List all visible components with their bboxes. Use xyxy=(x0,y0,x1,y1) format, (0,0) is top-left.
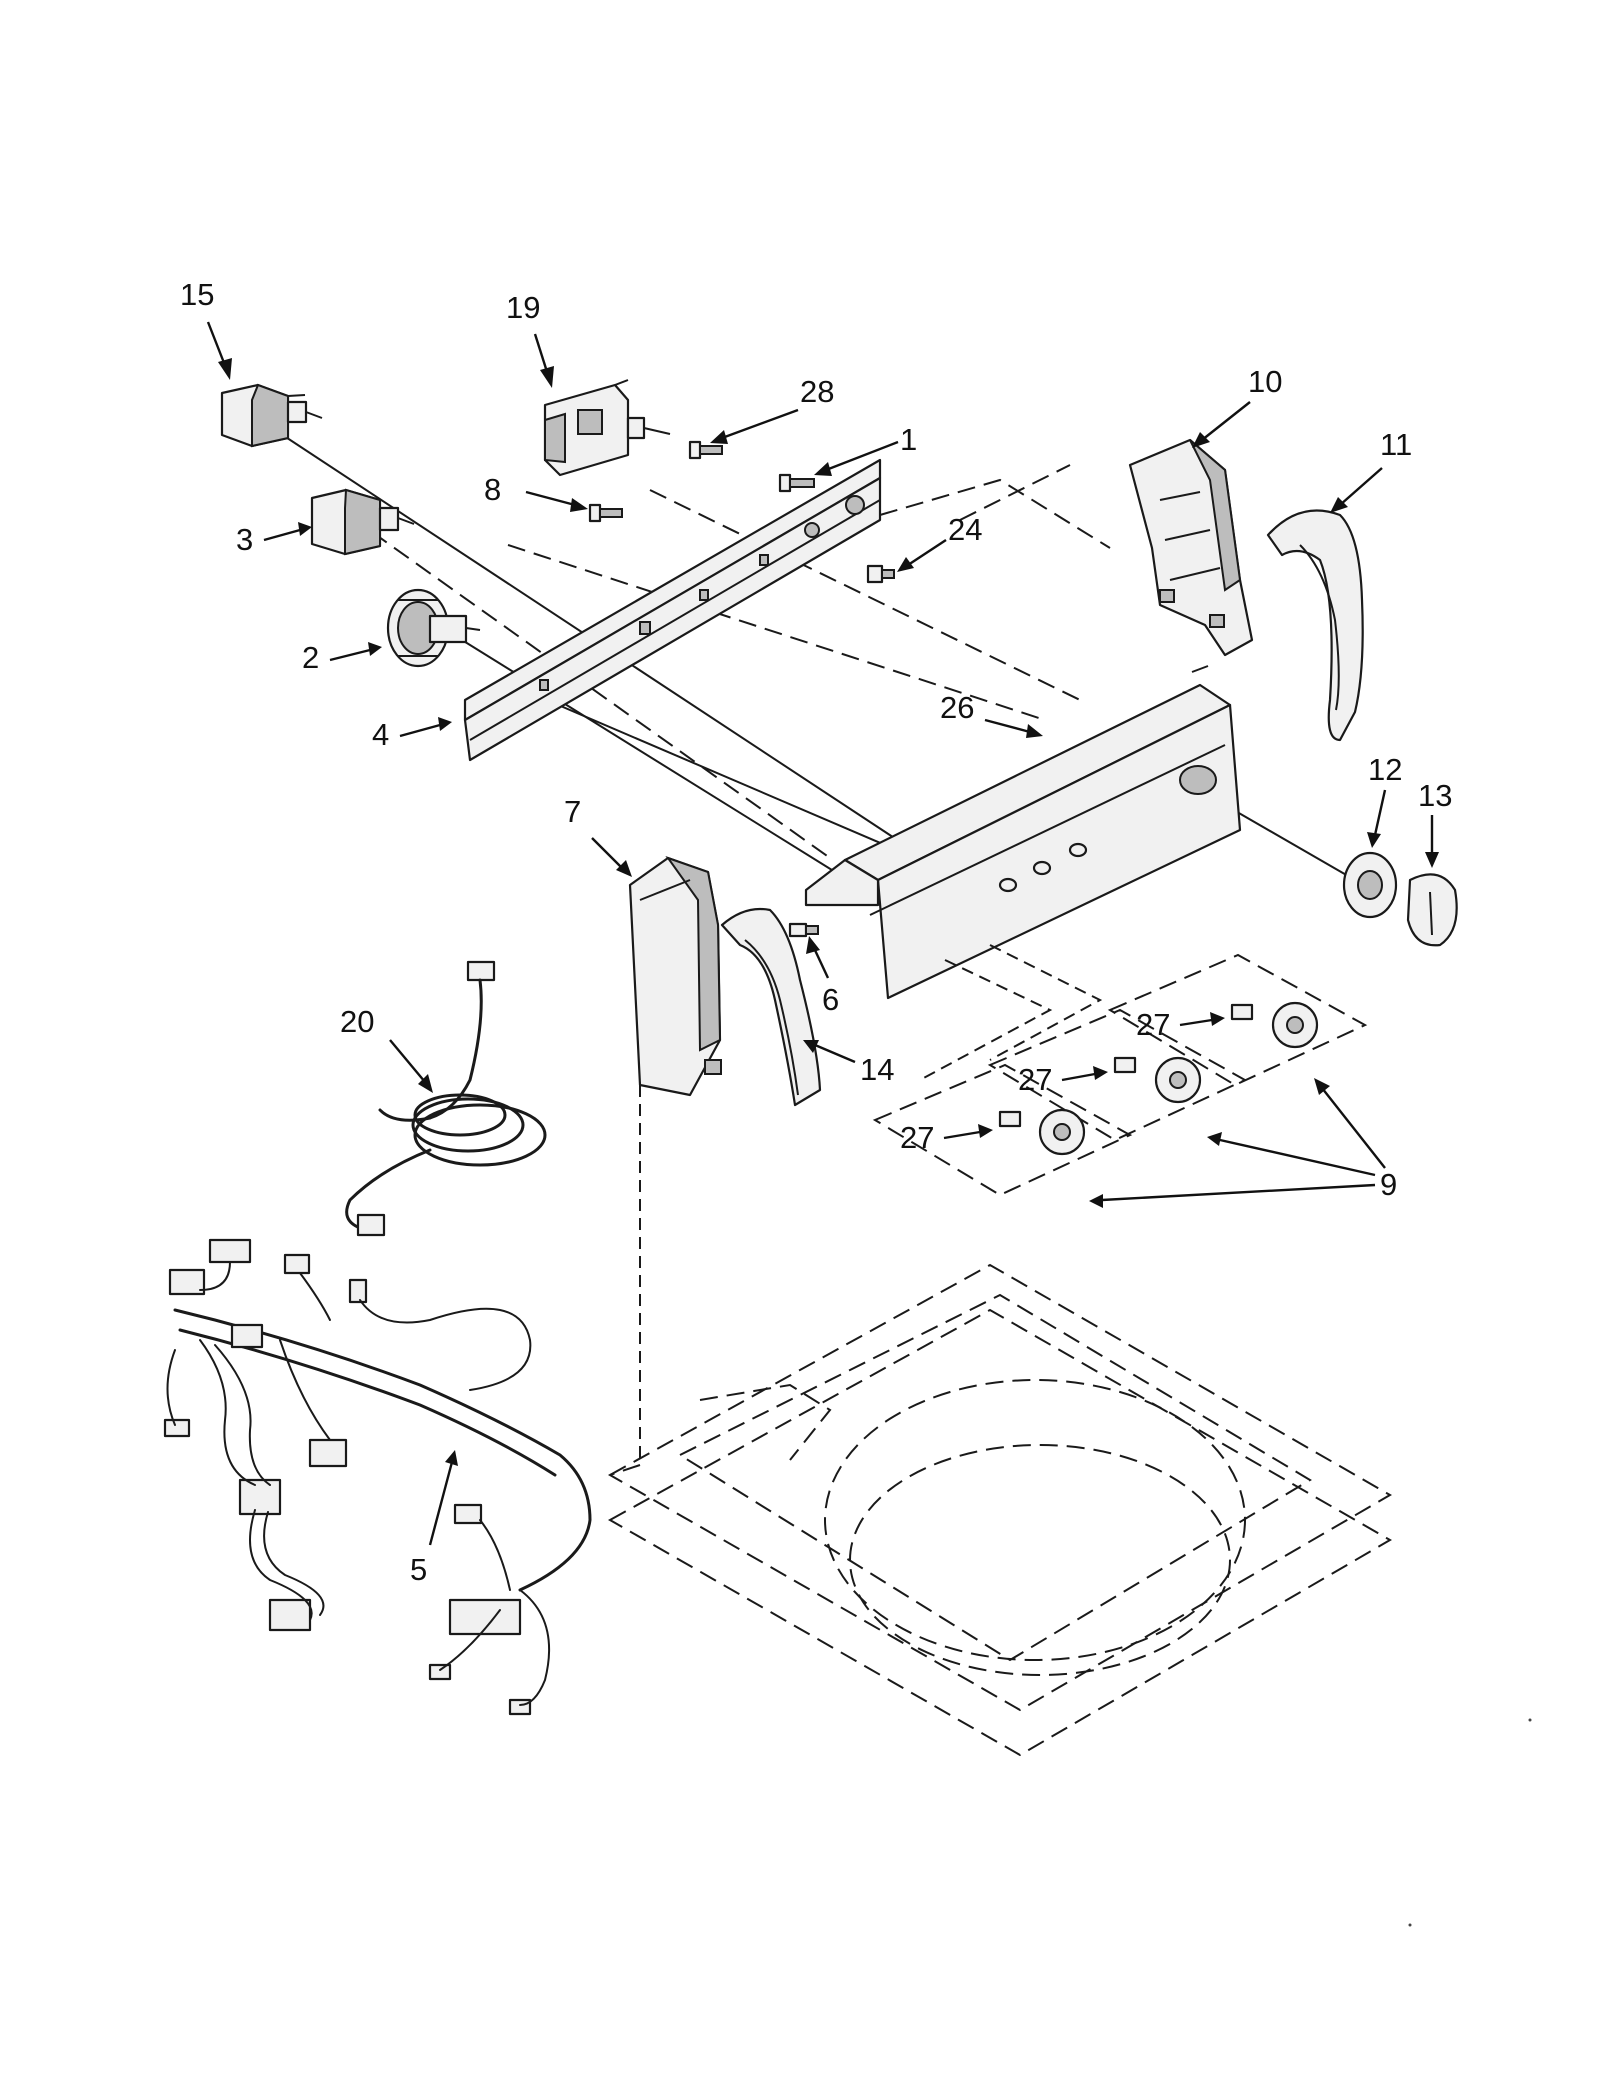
callout-11: 11 xyxy=(1380,427,1412,462)
part-10-end-cap xyxy=(1128,438,1254,657)
callout-26: 26 xyxy=(940,690,974,725)
callout-24: 24 xyxy=(948,512,982,547)
part-15-switch xyxy=(220,383,323,448)
part-14-trim xyxy=(720,907,822,1107)
callout-3: 3 xyxy=(236,522,253,557)
part-8-screw xyxy=(588,503,623,523)
hidden-line-knob xyxy=(919,959,1053,1081)
callout-27c: 27 xyxy=(900,1120,934,1155)
stray-dot xyxy=(1528,1718,1532,1722)
part-28-screw xyxy=(688,440,723,460)
part-24-screw xyxy=(866,564,895,584)
callout-4: 4 xyxy=(372,717,389,752)
callout-8: 8 xyxy=(484,472,501,507)
part-5-wire-harness xyxy=(163,1238,592,1716)
part-12-knob-skirt xyxy=(1342,851,1398,919)
part-1-screw xyxy=(778,473,815,493)
part-26-console xyxy=(804,665,1242,1000)
part-2-selector xyxy=(386,588,481,668)
part-3-switch xyxy=(310,488,415,556)
callout-27b: 27 xyxy=(1018,1062,1052,1097)
callout-9: 9 xyxy=(1380,1167,1397,1202)
cabinet-top-outline xyxy=(607,1263,1392,1757)
stray-dot xyxy=(1408,1923,1412,1927)
callouts: 15 19 28 1 10 11 8 3 24 2 4 26 xyxy=(180,277,1452,1587)
callout-2: 2 xyxy=(302,640,319,675)
hidden-line-knob xyxy=(989,944,1103,1061)
callout-10: 10 xyxy=(1248,364,1282,399)
callout-28: 28 xyxy=(800,374,834,409)
part-19-timer xyxy=(543,379,671,477)
part-7-end-cap xyxy=(628,856,722,1097)
knob-group-3 xyxy=(872,1063,1133,1197)
knob-group-1 xyxy=(1107,953,1368,1087)
part-4-bracket xyxy=(463,458,882,762)
callout-15: 15 xyxy=(180,277,214,312)
part-13-knob xyxy=(1406,873,1458,947)
callout-13: 13 xyxy=(1418,778,1452,813)
callout-14: 14 xyxy=(860,1052,894,1087)
callout-27a: 27 xyxy=(1136,1007,1170,1042)
part-11-trim xyxy=(1266,509,1364,742)
part-6-screw xyxy=(788,922,819,938)
callout-12: 12 xyxy=(1368,752,1402,787)
callout-5: 5 xyxy=(410,1552,427,1587)
part-20-power-cord xyxy=(345,960,547,1237)
callout-6: 6 xyxy=(822,982,839,1017)
callout-20: 20 xyxy=(340,1004,374,1039)
callout-1: 1 xyxy=(900,422,917,457)
callout-19: 19 xyxy=(506,290,540,325)
callout-7: 7 xyxy=(564,794,581,829)
